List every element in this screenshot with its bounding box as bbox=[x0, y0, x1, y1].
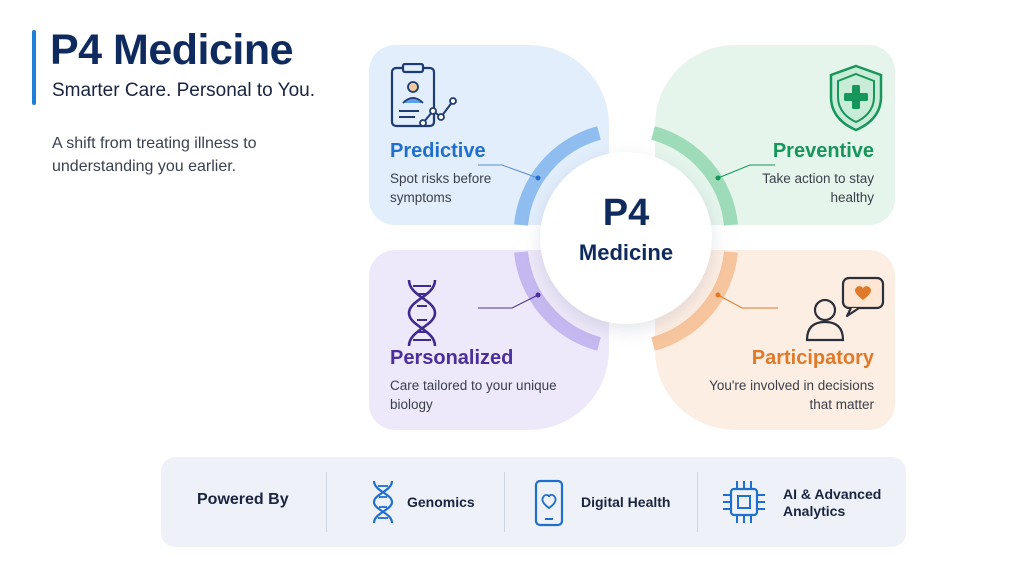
phone-heart-icon bbox=[534, 479, 564, 527]
divider bbox=[697, 472, 698, 532]
page-title: P4 Medicine bbox=[50, 26, 294, 74]
quadrant-description: Care tailored to your unique biology bbox=[390, 378, 557, 412]
dna-icon bbox=[407, 279, 437, 347]
hub-title: P4 bbox=[602, 192, 650, 234]
clipboard-chart-icon bbox=[390, 63, 457, 128]
shield-cross-icon bbox=[829, 64, 883, 132]
quadrant-title: Preventive bbox=[772, 140, 874, 162]
intro-text: A shift from treating illness to underst… bbox=[52, 135, 257, 175]
powered-by-label: Powered By bbox=[197, 491, 289, 508]
quadrant-title: Participatory bbox=[751, 347, 874, 369]
title-accent-bar bbox=[32, 30, 36, 105]
page-subtitle: Smarter Care. Personal to You. bbox=[52, 80, 315, 101]
hub-circle: P4 Medicine bbox=[540, 152, 712, 324]
powered-by-bar: Powered By Genomics Digital Health AI & … bbox=[161, 457, 906, 547]
hub-subtitle: Medicine bbox=[578, 240, 674, 265]
dna-icon bbox=[372, 480, 394, 524]
powered-item-ai-analytics: AI & Advanced Analytics bbox=[783, 486, 882, 519]
powered-item-genomics: Genomics bbox=[407, 494, 475, 510]
quadrant-title: Predictive bbox=[390, 140, 486, 162]
divider bbox=[504, 472, 505, 532]
chip-icon bbox=[723, 481, 765, 523]
person-heart-chat-icon bbox=[805, 276, 885, 342]
divider bbox=[326, 472, 327, 532]
quadrant-title: Personalized bbox=[390, 347, 514, 369]
quadrant-description: Take action to stay healthy bbox=[762, 171, 874, 205]
powered-item-digital-health: Digital Health bbox=[581, 494, 671, 510]
quadrant-description: You're involved in decisions that matter bbox=[709, 378, 874, 412]
quadrant-description: Spot risks before symptoms bbox=[390, 171, 492, 205]
